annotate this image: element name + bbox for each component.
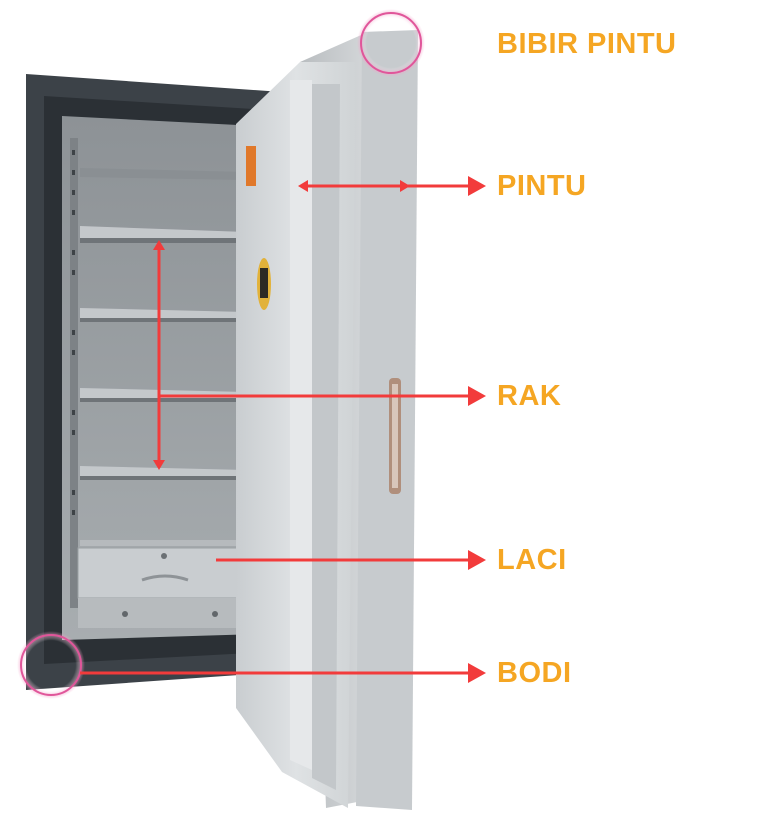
label-bibir-pintu: BIBIR PINTU — [497, 28, 677, 60]
label-bodi: BODI — [497, 657, 572, 689]
arrowhead-rak-top — [153, 240, 165, 250]
arrowhead-pintu-left — [298, 180, 308, 192]
label-pintu: PINTU — [497, 170, 587, 202]
arrowhead-rak-bottom — [153, 460, 165, 470]
arrowhead-rak — [468, 386, 486, 406]
arrowhead-pintu — [468, 176, 486, 196]
highlight-bibir-pintu — [357, 9, 425, 77]
label-rak: RAK — [497, 380, 562, 412]
safe-shelves — [80, 168, 246, 546]
arrows — [80, 176, 486, 683]
arrowhead-bodi — [468, 663, 486, 683]
highlight-bodi — [17, 631, 85, 699]
arrowhead-laci — [468, 550, 486, 570]
safe-door — [236, 30, 418, 810]
label-laci: LACI — [497, 544, 567, 576]
safe-drawer — [77, 547, 243, 628]
